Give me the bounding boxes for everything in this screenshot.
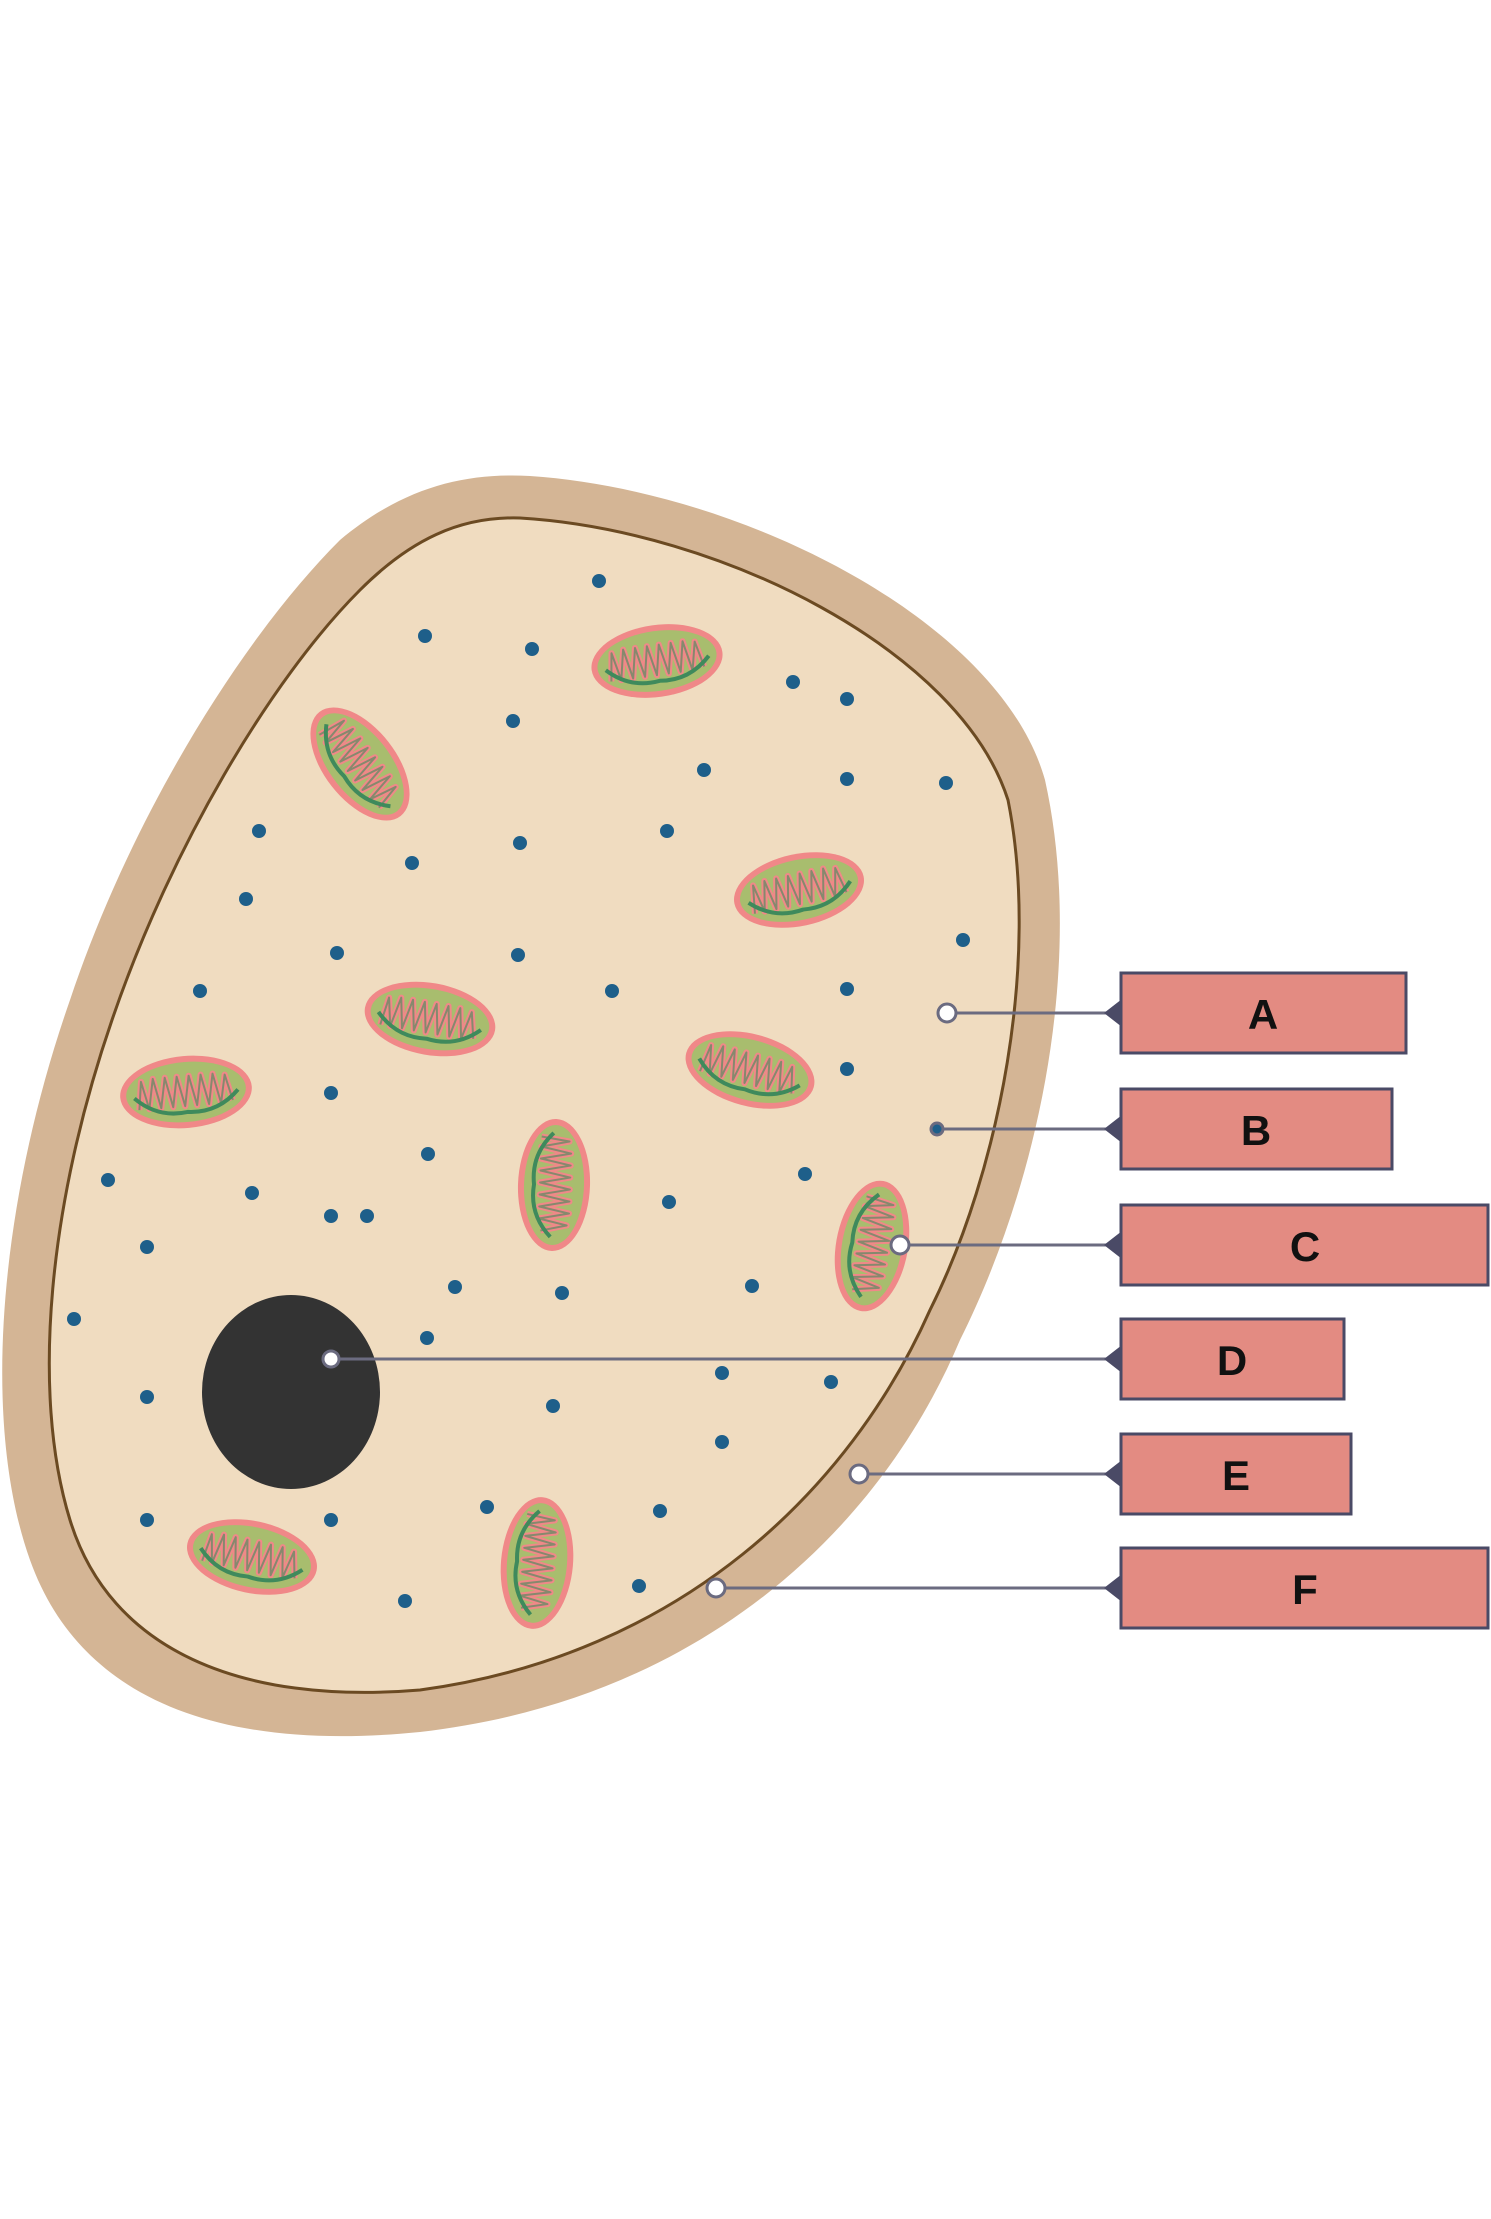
pin-markers xyxy=(321,1002,958,1599)
ribosome-dots xyxy=(67,574,970,1608)
leader-lines xyxy=(331,1011,1106,1590)
pin-b xyxy=(929,1121,945,1137)
label-d-text: D xyxy=(1217,1337,1247,1384)
label-a[interactable]: A xyxy=(1119,971,1408,1055)
pin-f xyxy=(705,1577,727,1599)
label-f-text: F xyxy=(1292,1566,1318,1613)
pin-a xyxy=(936,1002,958,1024)
pin-e xyxy=(848,1463,870,1485)
label-d[interactable]: D xyxy=(1119,1317,1346,1401)
nucleus-icon xyxy=(202,1295,380,1489)
label-b-text: B xyxy=(1241,1107,1271,1154)
label-a-text: A xyxy=(1248,991,1278,1038)
label-f[interactable]: F xyxy=(1119,1546,1490,1630)
label-c[interactable]: C xyxy=(1119,1203,1490,1287)
label-arrows xyxy=(1104,999,1122,1602)
label-e[interactable]: E xyxy=(1119,1432,1353,1516)
pin-c xyxy=(889,1234,911,1256)
label-c-text: C xyxy=(1290,1223,1320,1270)
pin-d xyxy=(321,1349,341,1369)
label-e-text: E xyxy=(1222,1452,1250,1499)
label-b[interactable]: B xyxy=(1119,1087,1394,1171)
